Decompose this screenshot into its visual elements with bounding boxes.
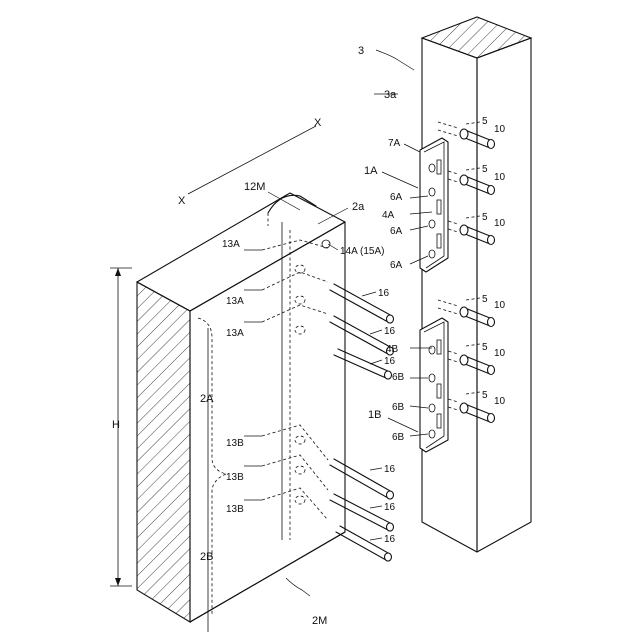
label-6a-2: 6A <box>390 226 403 237</box>
post-left-face <box>422 38 477 552</box>
label-16-6: 16 <box>384 534 396 545</box>
label-10-2: 10 <box>494 172 506 183</box>
label-10-5: 10 <box>494 348 506 359</box>
label-14a: 14A (15A) <box>340 246 384 257</box>
label-16-3: 16 <box>384 356 396 367</box>
label-16-4: 16 <box>384 464 396 475</box>
beam-top-face <box>137 193 345 311</box>
zone-brackets <box>198 318 226 616</box>
label-4a: 4A <box>382 210 395 221</box>
label-6a-1: 6A <box>390 192 403 203</box>
label-6b-1: 6B <box>392 372 405 383</box>
beam-section-hatch <box>137 282 190 622</box>
label-5-5: 5 <box>482 342 488 353</box>
label-x-1: X <box>314 117 322 129</box>
label-13b-3: 13B <box>226 504 244 515</box>
pin-16-3 <box>334 349 392 379</box>
post-3 <box>422 17 531 552</box>
beam-2m <box>137 193 345 632</box>
label-x-2: X <box>178 195 186 207</box>
label-13b-1: 13B <box>226 438 244 449</box>
label-16-5: 16 <box>384 502 396 513</box>
label-6a-3: 6A <box>390 260 403 271</box>
label-13a-1: 13A <box>222 239 240 250</box>
beam-bores <box>262 240 330 520</box>
post-top-hatch <box>422 17 531 58</box>
label-2b-zone: 2B <box>200 551 213 563</box>
label-2a-zone: 2A <box>200 393 214 405</box>
label-5-3: 5 <box>482 212 488 223</box>
label-7a: 7A <box>388 138 401 149</box>
label-16-1: 16 <box>378 288 390 299</box>
label-5-1: 5 <box>482 116 488 127</box>
label-2a: 2a <box>352 201 365 213</box>
label-h: H <box>112 419 120 431</box>
label-10-4: 10 <box>494 300 506 311</box>
label-13a-2: 13A <box>226 296 244 307</box>
label-3a: 3a <box>384 89 397 101</box>
label-12m: 12M <box>244 181 265 193</box>
label-10-6: 10 <box>494 396 506 407</box>
label-6b-2: 6B <box>392 402 405 413</box>
label-4b: 4B <box>386 344 399 355</box>
label-2m: 2M <box>312 615 327 627</box>
label-16-2: 16 <box>384 326 396 337</box>
label-1a: 1A <box>364 165 378 177</box>
label-5-6: 5 <box>482 390 488 401</box>
plate-1b <box>420 318 448 452</box>
label-10-3: 10 <box>494 218 506 229</box>
label-3: 3 <box>358 45 364 57</box>
label-13b-2: 13B <box>226 472 244 483</box>
plate-1a <box>420 138 448 272</box>
label-13a-3: 13A <box>226 328 244 339</box>
label-5-2: 5 <box>482 164 488 175</box>
label-5-4: 5 <box>482 294 488 305</box>
label-10-1: 10 <box>494 124 506 135</box>
label-6b-3: 6B <box>392 432 405 443</box>
label-1b: 1B <box>368 409 381 421</box>
